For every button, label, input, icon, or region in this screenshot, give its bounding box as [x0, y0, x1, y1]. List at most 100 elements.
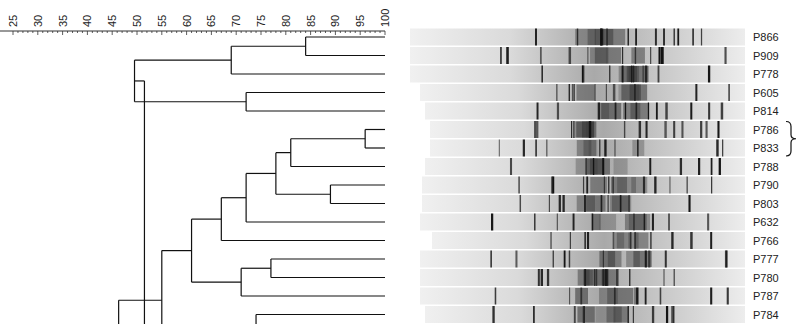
tree-branch: [365, 130, 366, 149]
axis-tick: [340, 31, 341, 33]
gel-band: [580, 288, 582, 305]
isolate-label: P766: [753, 235, 779, 247]
gel-band: [552, 177, 554, 194]
tree-branch: [135, 60, 232, 61]
tree-branch: [275, 153, 276, 195]
band-smear: [619, 66, 639, 82]
tree-branch: [365, 129, 385, 130]
axis-tick: [42, 31, 43, 33]
gel-band: [546, 140, 547, 157]
lane-ground: [420, 214, 745, 231]
bracket: [786, 122, 796, 157]
gel-band: [613, 232, 615, 249]
isolate-label: P814: [753, 105, 779, 117]
axis-tick: [141, 31, 142, 33]
gel-band: [569, 84, 570, 101]
axis-tick: [97, 31, 98, 33]
axis-number: 90: [329, 15, 341, 27]
gel-band: [573, 84, 574, 101]
axis-tick: [77, 31, 78, 33]
gel-band: [727, 288, 729, 305]
gel-band: [553, 251, 554, 268]
band-smear: [623, 103, 640, 119]
axis-tick: [315, 31, 316, 33]
tree-branch: [246, 110, 385, 111]
band-smear: [586, 270, 608, 286]
tree-branch: [144, 81, 145, 324]
gel-band: [661, 47, 663, 64]
axis-number: 80: [280, 15, 292, 27]
axis-tick: [92, 31, 93, 33]
gel-band: [634, 84, 635, 101]
gel-band: [658, 66, 660, 83]
axis-tick: [320, 31, 321, 33]
axis-tick: [330, 31, 331, 33]
gel-band: [569, 47, 571, 64]
gel-band: [634, 288, 635, 305]
gel-band: [606, 84, 607, 101]
tree-branch: [241, 268, 271, 269]
tree-branch: [135, 80, 145, 81]
gel-band: [593, 158, 594, 175]
lane-ground: [430, 140, 745, 157]
axis-tick: [32, 31, 33, 33]
gel-band: [628, 29, 629, 46]
gel-band: [645, 251, 647, 268]
gel-band: [569, 251, 570, 268]
gel-band: [698, 158, 700, 175]
band-smear: [634, 233, 648, 249]
axis-number: 100: [379, 9, 391, 27]
gel-band: [660, 47, 662, 64]
axis-number: 55: [156, 15, 168, 27]
band-smear: [631, 177, 647, 193]
tree-branch: [118, 300, 119, 324]
gel-lane: [425, 158, 745, 175]
band-smear: [601, 103, 621, 119]
tree-branch: [256, 314, 385, 315]
isolate-label: P778: [753, 68, 779, 80]
axis-tick: [176, 31, 177, 33]
axis-tick: [196, 31, 197, 33]
gel-band: [633, 306, 634, 323]
gel-band: [633, 214, 634, 231]
tree-branch: [221, 198, 222, 241]
axis-tick: [375, 31, 376, 33]
gel-band: [656, 103, 658, 120]
band-smear: [595, 307, 615, 323]
gel-band: [645, 288, 647, 305]
band-smear: [632, 140, 644, 156]
tree-branch: [192, 282, 242, 283]
gel-band: [701, 29, 702, 46]
gel-band: [665, 103, 667, 120]
band-smear: [585, 122, 596, 138]
gel-band: [573, 121, 575, 138]
gel-band: [598, 103, 600, 120]
gel-band: [570, 232, 571, 249]
gel-band: [614, 140, 615, 157]
gel-band: [663, 269, 664, 286]
gel-band: [604, 140, 606, 157]
axis-tick: [22, 31, 23, 33]
gel-band: [631, 66, 632, 83]
axis-tick: [151, 31, 152, 33]
gel-band: [562, 195, 564, 212]
band-smear: [595, 48, 608, 64]
axis-tick: [52, 31, 53, 33]
gel-band: [673, 306, 674, 323]
gel-band: [628, 195, 629, 212]
axis-tick: [236, 31, 237, 35]
gel-lane: [422, 177, 745, 194]
axis-tick: [280, 31, 281, 33]
axis-tick: [275, 31, 276, 33]
axis-tick: [211, 31, 212, 35]
axis-tick: [241, 31, 242, 33]
gel-band: [663, 29, 665, 46]
band-smear: [613, 307, 628, 323]
isolate-label: P787: [753, 290, 779, 302]
gel-band: [622, 47, 623, 64]
gel-band: [601, 195, 603, 212]
gel-band: [627, 306, 629, 323]
isolate-label: P833: [753, 142, 779, 154]
gel-band: [648, 251, 650, 268]
gel-band: [536, 121, 538, 138]
